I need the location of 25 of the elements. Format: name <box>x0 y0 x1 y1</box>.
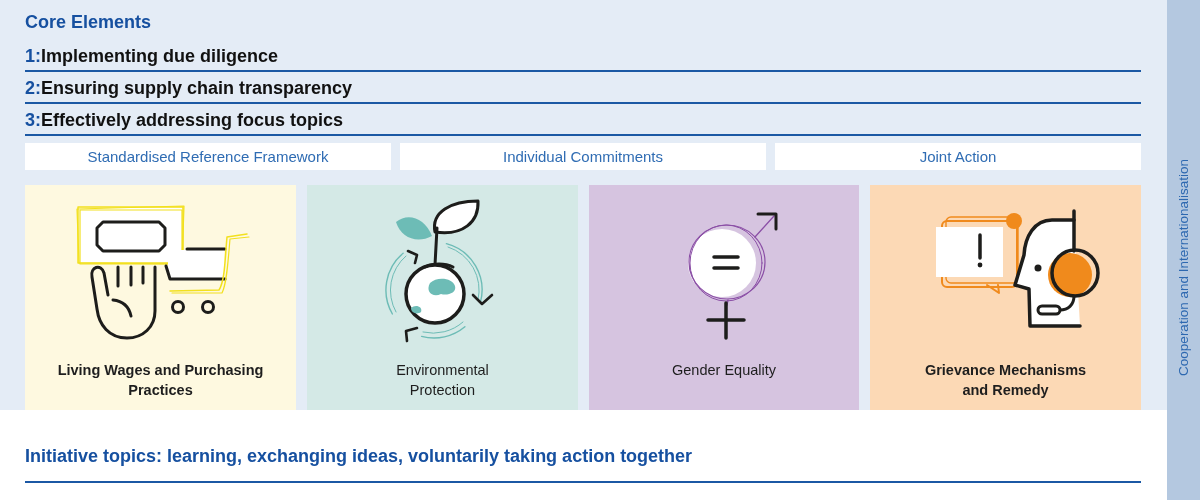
panel-title: Core Elements <box>25 11 152 33</box>
card-label: Gender Equality <box>672 361 776 380</box>
category-label: Individual Commitments <box>502 146 664 167</box>
focus-topic-card <box>307 185 578 410</box>
row-heading: Ensuring supply chain transparency <box>41 77 353 99</box>
card-label: Living Wages and Purchasing Practices <box>56 361 265 400</box>
focus-topic-card <box>589 185 859 410</box>
core-elements-panel <box>0 0 1167 410</box>
row-number: 2: <box>25 77 41 99</box>
category-box <box>775 143 1141 170</box>
row-heading: Implementing due diligence <box>41 45 279 67</box>
band-heading: Initiative topics: learning, exchanging ideas, voluntarily taking action together <box>25 444 693 467</box>
vertical-label: Cooperation and Internationalisation <box>1175 158 1192 376</box>
category-label: Standardised Reference Framework <box>87 146 329 167</box>
focus-topic-card <box>870 185 1141 410</box>
row-number: 1: <box>25 45 41 67</box>
side-band <box>1167 0 1200 500</box>
focus-topic-card <box>25 185 296 410</box>
row-number: 3: <box>25 109 41 131</box>
row-heading: Effectively addressing focus topics <box>41 109 344 131</box>
category-box <box>400 143 766 170</box>
category-box <box>25 143 391 170</box>
category-label: Joint Action <box>919 146 997 167</box>
card-label: Environmental Protection <box>395 361 490 400</box>
card-label: Grievance Mechanisms and Remedy <box>923 361 1088 400</box>
